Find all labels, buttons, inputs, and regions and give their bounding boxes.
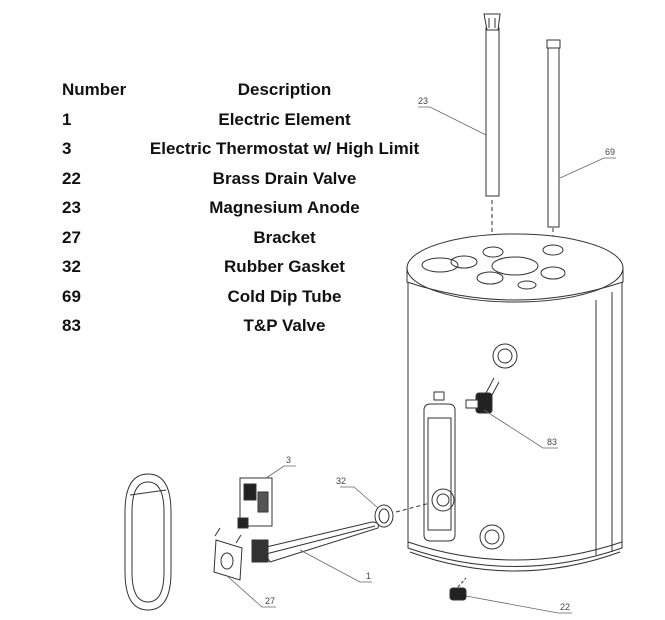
- header-description: Description: [237, 80, 332, 99]
- part-number: 23: [62, 198, 81, 217]
- table-row: 1 Electric Element: [62, 110, 432, 140]
- drain-valve: [449, 577, 467, 601]
- tank: [406, 233, 624, 572]
- part-description: T&P Valve: [243, 316, 326, 335]
- callout-dip-tube: 69: [605, 147, 615, 157]
- part-number: 22: [62, 168, 81, 188]
- part-description: Electric Element: [218, 109, 351, 129]
- table-row: 69 Cold Dip Tube: [62, 287, 432, 317]
- anode-rod: [483, 13, 501, 240]
- table-header-row: Number Description: [62, 80, 432, 110]
- heating-element: [251, 521, 379, 563]
- callout-anode: 23: [418, 96, 428, 106]
- callout-thermostat: 3: [286, 455, 291, 465]
- part-description: Rubber Gasket: [224, 257, 345, 276]
- table-row: 27 Bracket: [62, 228, 432, 258]
- table-row: 3 Electric Thermostat w/ High Limit: [62, 139, 432, 169]
- part-description: Electric Thermostat w/ High Limit: [149, 139, 420, 158]
- dip-tube: [546, 39, 561, 248]
- callout-bracket: 27: [265, 596, 275, 606]
- table-row: 83 T&P Valve: [62, 316, 432, 346]
- part-description: Bracket: [253, 227, 316, 247]
- callout-drain-valve: 22: [560, 602, 570, 612]
- part-number: 27: [62, 227, 81, 247]
- bracket: [213, 527, 243, 581]
- callout-tp-valve: 83: [547, 437, 557, 447]
- tp-valve: [465, 377, 500, 414]
- table-row: 32 Rubber Gasket: [62, 257, 432, 287]
- table-row: 23 Magnesium Anode: [62, 198, 432, 228]
- part-description: Magnesium Anode: [209, 198, 360, 217]
- callout-element: 1: [366, 571, 371, 581]
- parts-table: Number Description 1 Electric Element 3 …: [62, 80, 432, 346]
- table-row: 22 Brass Drain Valve: [62, 169, 432, 199]
- part-number: 3: [62, 139, 72, 158]
- part-number: 32: [62, 257, 81, 276]
- thermostat: [237, 477, 273, 529]
- callout-gasket: 32: [336, 476, 346, 486]
- header-number: Number: [62, 80, 127, 99]
- rubber-gasket: [374, 502, 431, 528]
- part-description: Cold Dip Tube: [227, 286, 342, 306]
- part-number: 1: [62, 109, 72, 129]
- part-description: Brass Drain Valve: [212, 168, 357, 188]
- access-cover: [124, 473, 172, 611]
- part-number: 83: [62, 316, 81, 335]
- part-number: 69: [62, 286, 81, 306]
